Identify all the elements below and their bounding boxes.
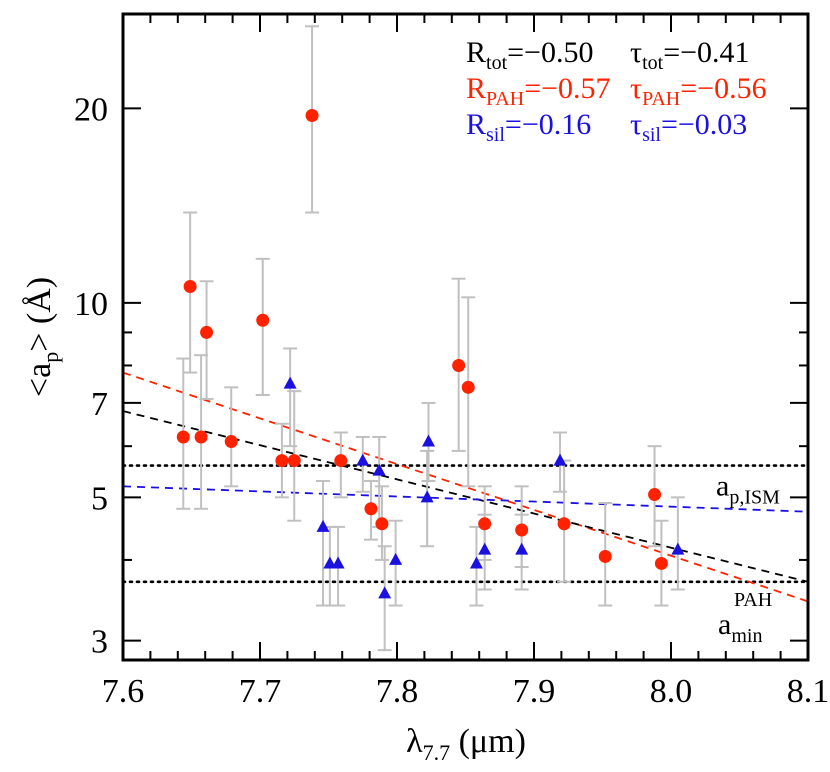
pah-data-point	[452, 358, 466, 372]
pah-data-point	[648, 488, 662, 502]
y-tick-label: 7	[91, 386, 108, 423]
silicate-data-point	[356, 453, 370, 466]
error-bar	[316, 479, 331, 607]
reference-line-label-0: ap,ISM	[716, 470, 780, 509]
silicate-data-point	[372, 463, 386, 476]
y-tick-label: 5	[91, 480, 108, 517]
pah-data-point	[200, 325, 214, 339]
pah-data-point	[375, 517, 389, 531]
plot-frame	[121, 12, 810, 662]
silicate-data-point	[515, 542, 529, 555]
axis-ticks	[122, 14, 809, 660]
silicate-data-point	[323, 556, 337, 569]
pah-data-point	[183, 280, 197, 294]
y-tick-label: 10	[74, 286, 108, 323]
pah-data-point	[224, 435, 238, 449]
pah-data-point	[515, 523, 529, 537]
x-tick-label: 7.6	[102, 673, 145, 710]
pah-data-point	[256, 313, 270, 327]
y-tick-label: 20	[74, 91, 108, 128]
x-tick-label: 8.1	[787, 673, 830, 710]
error-bar	[283, 347, 298, 448]
silicate-data-point	[378, 586, 392, 599]
x-tick-label: 7.9	[513, 673, 556, 710]
stats-tau-tot: τtot=−0.41	[630, 36, 750, 74]
x-tick-label: 7.8	[376, 673, 419, 710]
stats-r-tot: Rtot=−0.50	[466, 36, 593, 74]
silicate-data-point	[331, 556, 345, 569]
pah-data-point	[287, 454, 301, 468]
pah-data-point	[654, 556, 668, 570]
error-bar	[199, 280, 214, 400]
pah-data-point	[557, 517, 571, 531]
silicate-data-point	[478, 542, 492, 555]
y-tick-label: 3	[91, 624, 108, 661]
x-tick-label: 7.7	[239, 673, 282, 710]
pah-data-point	[275, 454, 289, 468]
silicate-data-point	[389, 552, 403, 565]
fit-line-black	[122, 410, 809, 583]
pah-data-point	[461, 380, 475, 394]
stats-r-PAH: RPAH=−0.57	[466, 72, 611, 110]
silicate-data-point	[469, 556, 483, 569]
data-points	[176, 109, 685, 599]
x-tick-label: 8.0	[650, 673, 693, 710]
pah-data-point	[305, 109, 319, 123]
stats-tau-sil: τsil=−0.03	[630, 108, 747, 146]
pah-data-point	[176, 430, 190, 444]
reference-line-label-1: amin	[718, 608, 762, 647]
pah-data-point	[334, 454, 348, 468]
pah-data-point	[364, 502, 378, 516]
silicate-data-point	[316, 519, 330, 532]
pah-data-point	[194, 430, 208, 444]
silicate-data-point	[420, 490, 434, 503]
pah-data-point	[478, 517, 492, 531]
silicate-data-point	[422, 434, 436, 447]
y-axis-label: <ap> (Å)	[21, 277, 63, 397]
reference-lines	[121, 464, 810, 584]
stats-r-sil: Rsil=−0.16	[466, 108, 591, 146]
x-axis-label: λ7.7 (μm)	[406, 723, 526, 765]
stats-tau-PAH: τPAH=−0.56	[630, 72, 767, 110]
error-bar	[255, 257, 270, 397]
silicate-data-point	[671, 542, 685, 555]
pah-data-point	[598, 549, 612, 563]
silicate-data-point	[283, 376, 297, 389]
reference-line-label-sup-1: PAH	[734, 589, 772, 611]
fit-line-blue	[122, 485, 809, 513]
silicate-data-point	[553, 453, 567, 466]
